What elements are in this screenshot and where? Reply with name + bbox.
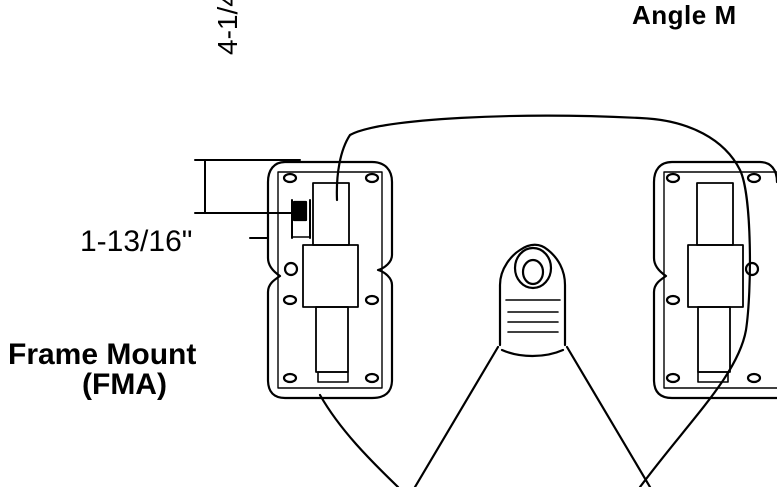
dim-line-horizontal: [249, 199, 311, 239]
jaw-assembly: [498, 243, 567, 347]
frame-mount-label: Frame Mount: [8, 338, 197, 371]
right-mount-plate: [652, 160, 777, 400]
hitch-throat-inner: [500, 348, 565, 358]
dim-line-vertical: [194, 159, 301, 214]
dimension-vertical-label: 4-1/4": [212, 0, 243, 55]
frame-mount-abbrev-label: (FMA): [82, 368, 167, 401]
dimension-horizontal-label: 1-13/16": [80, 225, 193, 258]
hitch-throat: [413, 345, 652, 487]
diagram-title: Angle M: [632, 0, 737, 30]
hitch-left-lower: [318, 393, 400, 487]
kingpin-circle: [513, 246, 553, 290]
left-mount-plate: [266, 160, 394, 400]
